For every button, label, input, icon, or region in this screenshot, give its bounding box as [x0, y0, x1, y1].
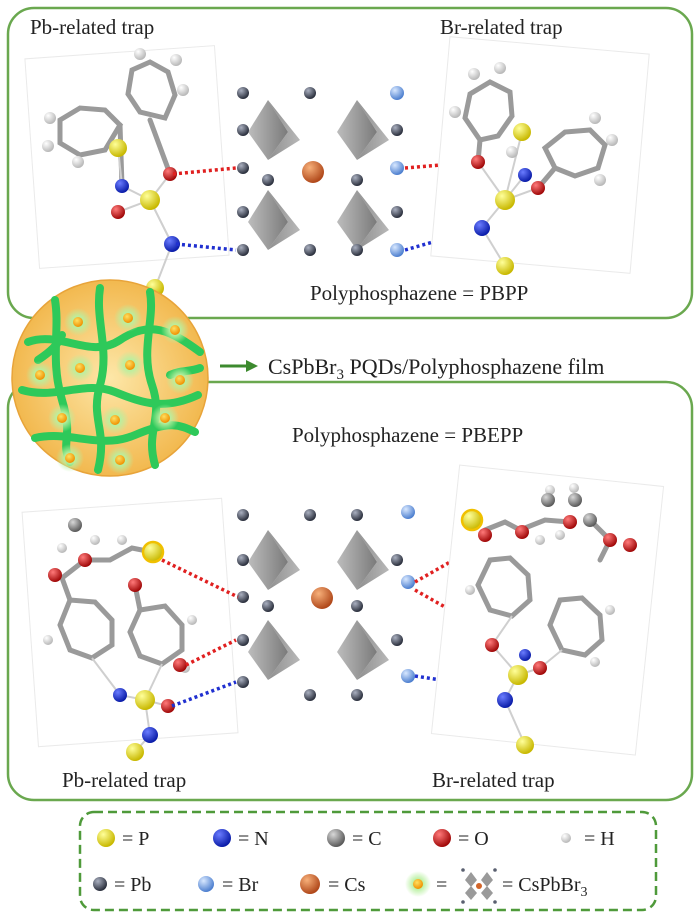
p-atom-icon: [97, 829, 115, 847]
arrow-right-icon: [246, 360, 258, 372]
legend-item-o: = O: [433, 828, 489, 850]
svg-text:= O: = O: [458, 828, 489, 850]
bottom-perovskite-lattice: [237, 505, 415, 701]
pqd-polymer-film: [11, 279, 209, 477]
br-atom-icon: [198, 876, 214, 892]
top-right-trap-label: Br-related trap: [440, 15, 563, 39]
h-atom-icon: [561, 833, 571, 843]
svg-text:= P: = P: [122, 828, 149, 850]
top-br-atoms: [390, 86, 404, 257]
bottom-pb-atoms: [237, 509, 403, 701]
legend: = P = N = C = O = H = Pb = Br = Cs: [78, 810, 658, 912]
bottom-left-pbepp-molecule: [21, 497, 239, 761]
mini-lattice-icon: [461, 868, 497, 904]
bottom-right-trap-label: Br-related trap: [432, 768, 555, 792]
pb-atom-icon: [93, 877, 107, 891]
film-quantum-dots: [26, 304, 194, 474]
cs-atom-icon: [300, 874, 320, 894]
top-panel: Pb-related trap Br-related trap Polyphos…: [6, 6, 694, 320]
legend-item-h: = H: [561, 828, 615, 850]
legend-item-cs: = Cs: [300, 874, 366, 896]
top-polymer-label: Polyphosphazene = PBPP: [310, 281, 528, 305]
legend-item-p: = P: [97, 828, 149, 850]
c-atom-icon: [327, 829, 345, 847]
top-left-trap-label: Pb-related trap: [30, 15, 154, 39]
svg-text:= Cs: = Cs: [328, 874, 366, 896]
bottom-cs-atom: [311, 587, 333, 609]
bottom-pb-n-interaction: [171, 680, 237, 708]
svg-text:= Br: = Br: [222, 874, 259, 896]
o-atom-icon: [433, 829, 451, 847]
svg-text:= H: = H: [584, 828, 615, 850]
svg-text:= CsPbBr3: = CsPbBr3: [502, 874, 588, 900]
legend-item-n: = N: [213, 828, 269, 850]
bottom-panel: Polyphosphazene = PBEPP Pb-related trap …: [6, 380, 694, 802]
top-cs-atom: [302, 161, 324, 183]
bottom-pb-o-interaction-1: [161, 558, 239, 599]
svg-text:= Pb: = Pb: [114, 874, 151, 896]
legend-item-pb: = Pb: [93, 874, 151, 896]
bottom-octahedra: [248, 530, 389, 680]
top-right-pbpp-molecule: [430, 36, 650, 275]
legend-item-br: = Br: [198, 874, 259, 896]
bottom-polymer-label: Polyphosphazene = PBEPP: [292, 423, 523, 447]
top-perovskite-lattice: [237, 86, 404, 257]
film-label: CsPbBr3 PQDs/Polyphosphazene film: [268, 354, 604, 383]
bottom-br-atoms: [401, 505, 415, 683]
top-pb-o-interaction: [172, 166, 237, 176]
svg-text:= C: = C: [352, 828, 382, 850]
top-octahedra: [248, 100, 389, 250]
n-atom-icon: [213, 829, 231, 847]
bottom-left-trap-label: Pb-related trap: [62, 768, 186, 792]
legend-item-c: = C: [327, 828, 382, 850]
top-pb-n-interaction: [175, 242, 237, 252]
top-left-pbpp-molecule: [24, 45, 230, 297]
legend-item-qd: = = CsPbBr3: [405, 868, 588, 904]
svg-text:= N: = N: [238, 828, 269, 850]
bottom-right-pbepp-molecule: [430, 464, 665, 756]
film-caption: CsPbBr3 PQDs/Polyphosphazene film: [220, 354, 604, 383]
svg-text:=: =: [436, 874, 447, 896]
